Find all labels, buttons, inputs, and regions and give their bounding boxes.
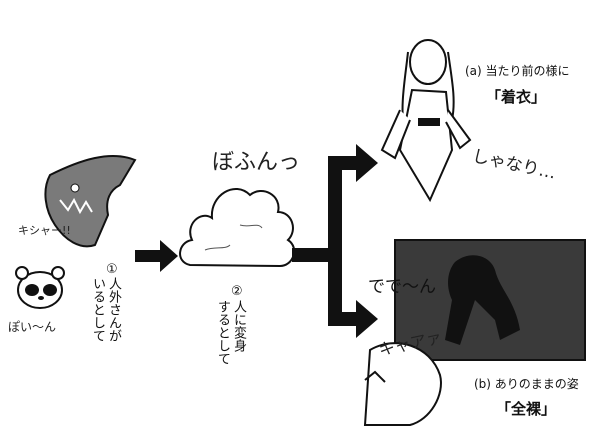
step2-text-col2: するとして bbox=[215, 300, 230, 365]
step1-text-col1: 人外さんが bbox=[106, 277, 121, 342]
smoke-cloud-illustration bbox=[179, 188, 296, 268]
tanuki-sfx-text: ぽい～ん bbox=[8, 320, 57, 334]
shocked-face-illustration bbox=[363, 342, 442, 426]
outcome-a-caption: (a) 当たり前の様に bbox=[465, 64, 570, 78]
arrow-step1-to-step2 bbox=[135, 240, 178, 272]
monster-illustration bbox=[44, 154, 137, 248]
outcome-a-title: 「着衣」 bbox=[486, 88, 547, 106]
outcome-b-sfx-main: でで〜ん bbox=[368, 277, 436, 297]
monster-sfx-text: キシャー!! bbox=[18, 224, 71, 237]
outcome-b-caption: (b) ありのままの姿 bbox=[474, 377, 579, 391]
clothed-figure-illustration bbox=[380, 39, 472, 203]
branch-arrow bbox=[292, 144, 378, 338]
step2-marker: ② bbox=[231, 284, 243, 299]
step1-marker: ① bbox=[106, 262, 118, 277]
step1-text-col2: いるとして bbox=[90, 277, 105, 342]
step2-text-col1: 人に変身 bbox=[231, 300, 246, 352]
smoke-sfx-text: ぼふんっ bbox=[212, 150, 301, 175]
tanuki-illustration bbox=[15, 266, 65, 309]
outcome-b-title: 「全裸」 bbox=[496, 400, 557, 418]
nude-figure-panel bbox=[394, 239, 586, 361]
